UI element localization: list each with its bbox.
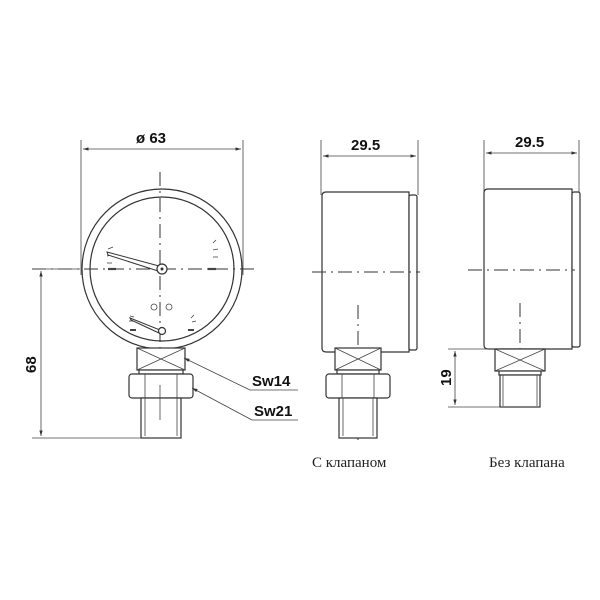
caption-with-valve: С клапаном — [312, 455, 387, 471]
nut-sw21 — [128, 373, 194, 399]
side-view-with-valve: 29.5 С клапаном — [312, 137, 420, 471]
depth-label-without-valve: 29.5 — [515, 134, 544, 151]
gauge-body-side-2 — [483, 188, 573, 350]
callout-sw14: Sw14 — [252, 373, 291, 390]
diameter-label: ø 63 — [136, 130, 166, 147]
side-view-without-valve: 29.5 19 Без клапана — [438, 134, 581, 471]
fitting-height-label: 19 — [438, 369, 455, 386]
height-label: 68 — [23, 356, 40, 373]
callout-sw21: Sw21 — [254, 403, 292, 420]
front-view: ø 63 — [23, 130, 298, 439]
depth-label-with-valve: 29.5 — [351, 137, 380, 154]
threaded-stem — [140, 397, 182, 439]
caption-without-valve: Без клапана — [489, 455, 565, 471]
